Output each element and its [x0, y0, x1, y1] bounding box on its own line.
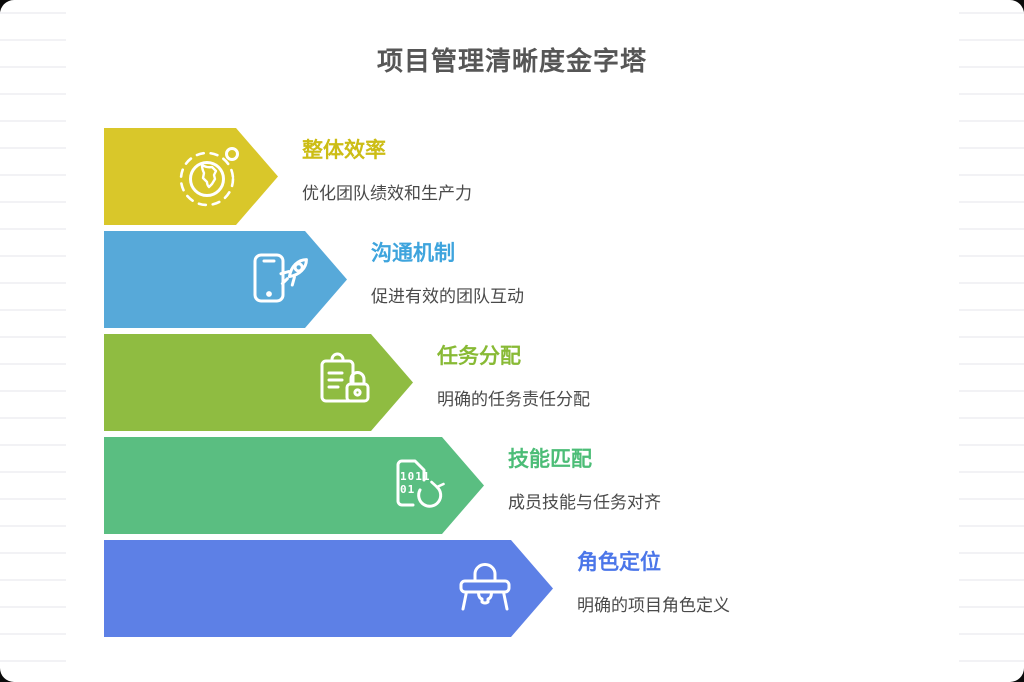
level-4-description: 成员技能与任务对齐 [508, 493, 661, 513]
level-3-description: 明确的任务责任分配 [437, 390, 590, 410]
level-2-arrow [104, 231, 347, 328]
level-4-arrow [104, 437, 484, 534]
level-5-arrow [104, 540, 553, 637]
level-5-title: 角色定位 [577, 551, 661, 574]
desk-person-icon [459, 563, 511, 611]
clipboard-lock-icon [320, 352, 370, 403]
globe-orbit-icon [179, 147, 239, 207]
ruled-lines-right [959, 0, 1024, 682]
ruled-lines-left [0, 0, 66, 682]
level-5-description: 明确的项目角色定义 [577, 596, 730, 616]
binary-text-row1: 1011 [400, 470, 431, 483]
binary-text-row2: 01 [400, 483, 415, 496]
level-1-title: 整体效率 [302, 139, 386, 162]
binary-refresh-icon: 1011 01 [396, 459, 445, 508]
level-4-title: 技能匹配 [508, 448, 592, 471]
level-3-arrow [104, 334, 413, 431]
level-3-title: 任务分配 [437, 345, 521, 368]
level-2-title: 沟通机制 [371, 242, 455, 265]
level-1-description: 优化团队绩效和生产力 [302, 184, 472, 204]
page-title: 项目管理清晰度金字塔 [376, 46, 647, 76]
level-2-description: 促进有效的团队互动 [371, 287, 524, 307]
phone-rocket-icon [253, 253, 308, 303]
